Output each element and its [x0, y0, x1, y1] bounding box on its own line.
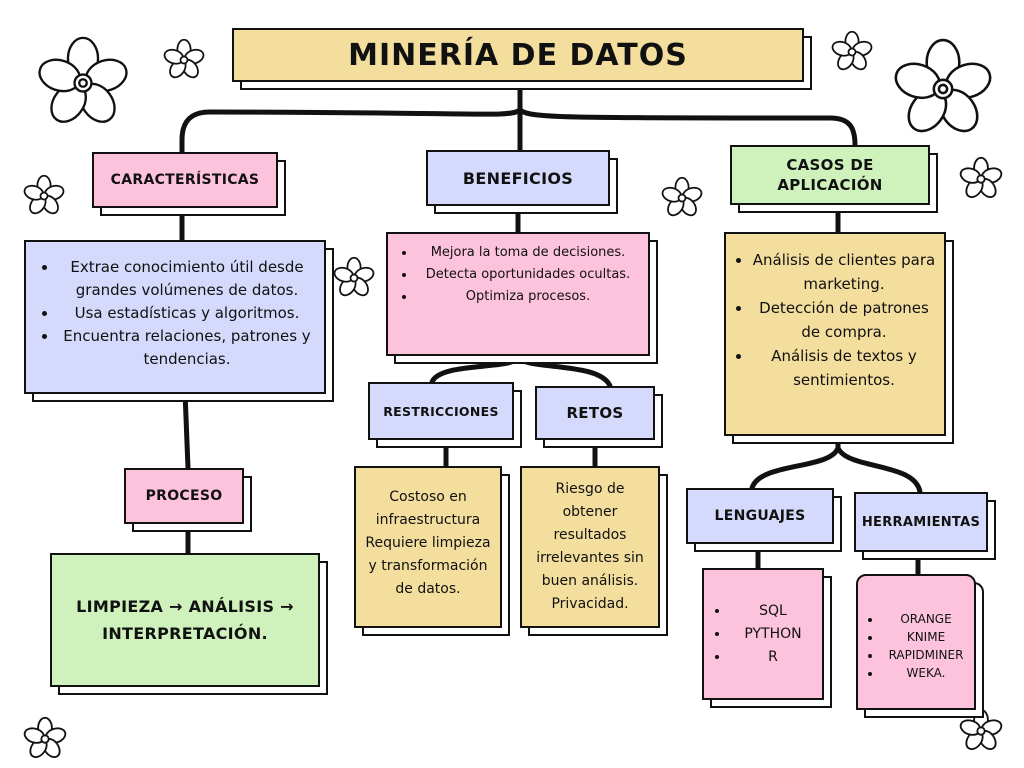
list-item: Optimiza procesos.: [416, 286, 640, 308]
connector-benef-split: [429, 355, 613, 389]
list-item: RAPIDMINER: [882, 646, 970, 664]
casos-list-box: Análisis de clientes para marketing. Det…: [724, 232, 946, 436]
beneficios-heading: BENEFICIOS: [462, 168, 574, 188]
herramientas-list: ORANGE KNIME RAPIDMINER WEKA.: [860, 610, 970, 682]
list-item: KNIME: [882, 628, 970, 646]
flower-decoration-icon: [894, 38, 992, 133]
retos-box: Riesgo de obtener resultados irrelevante…: [520, 466, 660, 628]
flower-decoration-icon: [23, 174, 65, 215]
list-item: Análisis de textos y sentimientos.: [752, 344, 936, 392]
list-item: Encuentra relaciones, patrones y tendenc…: [58, 325, 316, 371]
list-item: Extrae conocimiento útil desde grandes v…: [58, 256, 316, 302]
list-item: PYTHON: [730, 623, 816, 646]
flower-decoration-icon: [831, 30, 873, 71]
connector-title-left: [179, 107, 523, 155]
list-item: SQL: [730, 600, 816, 623]
herramientas-heading-box: HERRAMIENTAS: [854, 492, 988, 552]
connector-casos-split: [749, 433, 923, 495]
connector-title-right: [517, 107, 858, 148]
flower-decoration-icon: [959, 156, 1003, 198]
retos-heading-box: RETOS: [535, 386, 655, 440]
restricciones-heading-box: RESTRICCIONES: [368, 382, 514, 440]
connector-list-proceso: [182, 389, 191, 471]
herramientas-heading: HERRAMIENTAS: [861, 514, 981, 530]
caracteristicas-list: Extrae conocimiento útil desde grandes v…: [36, 256, 316, 371]
lenguajes-list: SQL PYTHON R: [708, 600, 816, 669]
proceso-heading: PROCESO: [145, 488, 223, 504]
beneficios-list-box: Mejora la toma de decisiones. Detecta op…: [386, 232, 650, 356]
list-item: Usa estadísticas y algoritmos.: [58, 302, 316, 325]
page-title: MINERÍA DE DATOS: [348, 37, 688, 73]
beneficios-list: Mejora la toma de decisiones. Detecta op…: [394, 242, 640, 308]
restricciones-heading: RESTRICCIONES: [383, 403, 499, 419]
flower-decoration-icon: [23, 716, 67, 758]
lenguajes-list-box: SQL PYTHON R: [702, 568, 824, 700]
caracteristicas-heading-box: CARACTERÍSTICAS: [92, 152, 278, 208]
list-item: Análisis de clientes para marketing.: [752, 248, 936, 296]
caracteristicas-heading: CARACTERÍSTICAS: [110, 172, 260, 188]
title-box: MINERÍA DE DATOS: [232, 28, 804, 82]
list-item: Detecta oportunidades ocultas.: [416, 264, 640, 286]
caracteristicas-list-box: Extrae conocimiento útil desde grandes v…: [24, 240, 326, 394]
lenguajes-heading: LENGUAJES: [714, 508, 806, 524]
flower-decoration-icon: [333, 256, 375, 297]
flower-decoration-icon: [661, 176, 703, 217]
herramientas-list-box: ORANGE KNIME RAPIDMINER WEKA.: [856, 574, 976, 710]
beneficios-heading-box: BENEFICIOS: [426, 150, 610, 206]
retos-heading: RETOS: [566, 404, 624, 422]
casos-heading-box: CASOS DE APLICACIÓN: [730, 145, 930, 205]
list-item: ORANGE: [882, 610, 970, 628]
list-item: WEKA.: [882, 664, 970, 682]
list-item: Mejora la toma de decisiones.: [416, 242, 640, 264]
restricciones-box: Costoso en infraestructura Requiere limp…: [354, 466, 502, 628]
flower-decoration-icon: [163, 38, 205, 79]
list-item: R: [730, 646, 816, 669]
proceso-box: LIMPIEZA → ANÁLISIS → INTERPRETACIÓN.: [50, 553, 320, 687]
list-item: Detección de patrones de compra.: [752, 296, 936, 344]
restricciones-text: Costoso en infraestructura Requiere limp…: [365, 489, 491, 597]
flower-decoration-icon: [959, 708, 1003, 750]
casos-heading: CASOS DE APLICACIÓN: [777, 156, 883, 194]
lenguajes-heading-box: LENGUAJES: [686, 488, 834, 544]
casos-list: Análisis de clientes para marketing. Det…: [730, 248, 936, 392]
proceso-text: LIMPIEZA → ANÁLISIS → INTERPRETACIÓN.: [76, 597, 294, 643]
proceso-heading-box: PROCESO: [124, 468, 244, 524]
flower-decoration-icon: [38, 36, 128, 123]
retos-text: Riesgo de obtener resultados irrelevante…: [536, 481, 644, 612]
